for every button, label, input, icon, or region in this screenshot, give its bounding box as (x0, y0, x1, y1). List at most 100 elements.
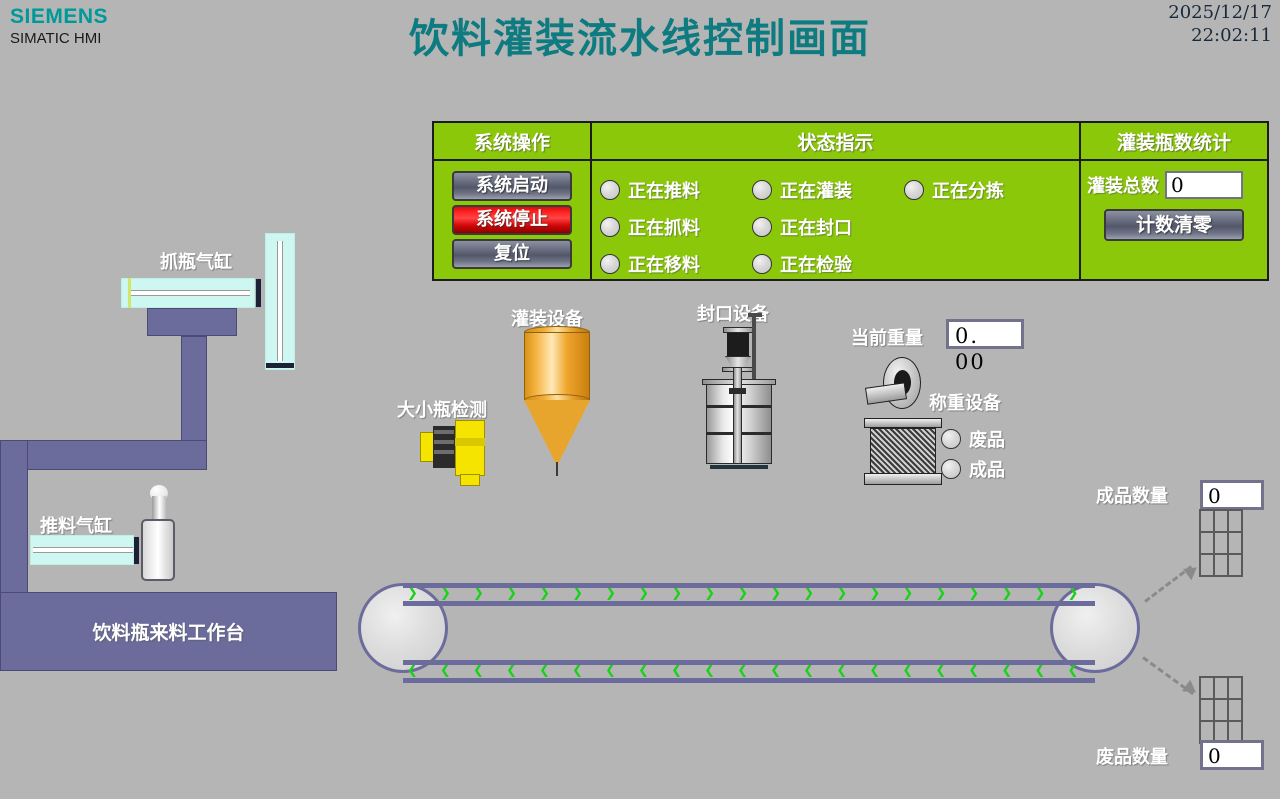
lamp-icon (600, 179, 620, 200)
weighing-device-label: 称重设备 (929, 393, 1001, 414)
feed-worktable: 饮料瓶来料工作台 (0, 592, 337, 671)
conveyor-direction-top: ❯ ❯ ❯ ❯ ❯ ❯ ❯ ❯ ❯ ❯ ❯ ❯ ❯ ❯ ❯ ❯ ❯ ❯ ❯ ❯ … (407, 588, 1093, 601)
good-lamp-item[interactable]: 成品 (941, 456, 1005, 482)
vertical-column (181, 336, 207, 451)
lamp-icon (600, 216, 620, 237)
sensor-housing-icon (433, 426, 455, 468)
lamp-icon (752, 216, 772, 237)
operations-column: 系统操作 系统启动 系统停止 复位 (434, 123, 592, 279)
status-item-gripping[interactable]: 正在抓料 (600, 214, 752, 240)
status-label: 正在移料 (628, 254, 700, 276)
lamp-icon (941, 459, 961, 479)
simatic-hmi-label: SIMATIC HMI (10, 30, 102, 47)
status-item-sorting[interactable]: 正在分拣 (904, 177, 1056, 203)
counter-column: 灌装瓶数统计 灌装总数 0 计数清零 (1081, 123, 1267, 279)
conveyor-rail-bottom-inner (403, 660, 1095, 665)
reject-crate-icon (1199, 676, 1243, 744)
reject-count-value[interactable]: 0 (1200, 740, 1264, 770)
sensor-ring-icon (434, 440, 454, 444)
operations-body: 系统启动 系统停止 复位 (434, 161, 590, 269)
filling-nozzle-icon (556, 462, 558, 476)
counter-header: 灌装瓶数统计 (1081, 123, 1267, 161)
lamp-icon (904, 179, 924, 200)
sealing-motor-top-icon (723, 327, 753, 333)
vertical-cylinder-endcap (266, 363, 294, 368)
system-time: 22:02:11 (1191, 25, 1272, 46)
clear-count-button[interactable]: 计数清零 (1104, 209, 1244, 241)
status-label: 正在封口 (780, 217, 852, 239)
system-start-button[interactable]: 系统启动 (452, 171, 572, 201)
sealing-shaft-icon (733, 367, 742, 464)
status-label: 正在分拣 (932, 180, 1004, 202)
gripper-cylinder-endcap (256, 279, 261, 307)
sensor-ring-icon (434, 450, 454, 454)
reject-lamp-label: 废品 (969, 430, 1005, 451)
filling-tank-cone-icon (524, 400, 590, 466)
sealing-device-label: 封口设备 (697, 304, 769, 325)
feed-worktable-label: 饮料瓶来料工作台 (92, 622, 245, 644)
status-label: 正在检验 (780, 254, 852, 276)
status-item-transferring[interactable]: 正在移料 (600, 251, 752, 277)
status-item-filling[interactable]: 正在灌装 (752, 177, 904, 203)
push-cylinder-rod (33, 547, 133, 553)
sealing-motor-icon (727, 331, 749, 359)
page-title: 饮料灌装流水线控制画面 (409, 15, 871, 62)
status-label: 正在抓料 (628, 217, 700, 239)
sensor-connector-icon (460, 474, 480, 486)
filling-tank-body-icon (524, 332, 590, 400)
good-count-value[interactable]: 0 (1200, 480, 1264, 510)
weighing-base-plate-icon (864, 473, 942, 485)
sensor-body-icon (455, 420, 485, 476)
status-row: 正在推料 正在灌装 正在分拣 (600, 171, 1079, 208)
left-post (0, 440, 28, 600)
reject-count-label: 废品数量 (1096, 747, 1168, 768)
sensor-stripe-icon (455, 438, 485, 446)
gripper-carriage (147, 308, 237, 336)
drum-base-icon (710, 465, 768, 469)
good-crate-icon (1199, 509, 1243, 577)
status-header: 状态指示 (592, 123, 1079, 161)
gripper-cylinder-label: 抓瓶气缸 (160, 252, 232, 273)
reject-lamp-item[interactable]: 废品 (941, 426, 1005, 452)
status-item-sealing[interactable]: 正在封口 (752, 214, 904, 240)
lamp-icon (752, 179, 772, 200)
status-row: 正在抓料 正在封口 (600, 208, 1079, 245)
status-label: 正在推料 (628, 180, 700, 202)
reset-button[interactable]: 复位 (452, 239, 572, 269)
operations-header: 系统操作 (434, 123, 590, 161)
conveyor-rail-top-outer (403, 583, 1095, 588)
vertical-cylinder-rod (277, 241, 283, 361)
conveyor-rail-top-inner (403, 601, 1095, 606)
lamp-icon (600, 253, 620, 274)
conveyor-pulley-right (1050, 583, 1140, 673)
conveyor-direction-bottom: ❮ ❮ ❮ ❮ ❮ ❮ ❮ ❮ ❮ ❮ ❮ ❮ ❮ ❮ ❮ ❮ ❮ ❮ ❮ ❮ … (407, 665, 1093, 678)
push-cylinder-endcap (134, 537, 139, 564)
status-grid: 正在推料 正在灌装 正在分拣 正在抓料 (592, 163, 1079, 281)
push-cylinder-label: 推料气缸 (40, 516, 112, 537)
shaft-collar-icon (729, 388, 746, 394)
status-label: 正在灌装 (780, 180, 852, 202)
horizontal-beam (0, 440, 207, 470)
total-count-value[interactable]: 0 (1165, 171, 1243, 199)
bottle-neck-icon (152, 496, 166, 522)
good-lamp-label: 成品 (969, 460, 1005, 481)
total-count-label: 灌装总数 (1087, 176, 1159, 197)
sensor-lens-icon (420, 432, 434, 462)
weighing-top-plate-icon (864, 418, 942, 428)
sensor-ring-icon (434, 430, 454, 434)
gripper-cylinder-sensor-icon (128, 278, 131, 308)
siemens-logo: SIEMENS (10, 5, 109, 28)
lamp-icon (752, 253, 772, 274)
filling-device-label: 灌装设备 (511, 309, 583, 330)
status-item-pushing[interactable]: 正在推料 (600, 177, 752, 203)
system-date: 2025/12/17 (1168, 2, 1272, 23)
reject-route-arrow-icon (1182, 679, 1200, 699)
bottle-size-sensor-label: 大小瓶检测 (397, 400, 487, 421)
sealing-post-top-icon (748, 313, 762, 317)
bottle-icon (141, 519, 175, 581)
lamp-icon (941, 429, 961, 449)
status-item-inspecting[interactable]: 正在检验 (752, 251, 904, 277)
system-stop-button[interactable]: 系统停止 (452, 205, 572, 235)
current-weight-value[interactable]: 0. 00 (946, 319, 1024, 374)
